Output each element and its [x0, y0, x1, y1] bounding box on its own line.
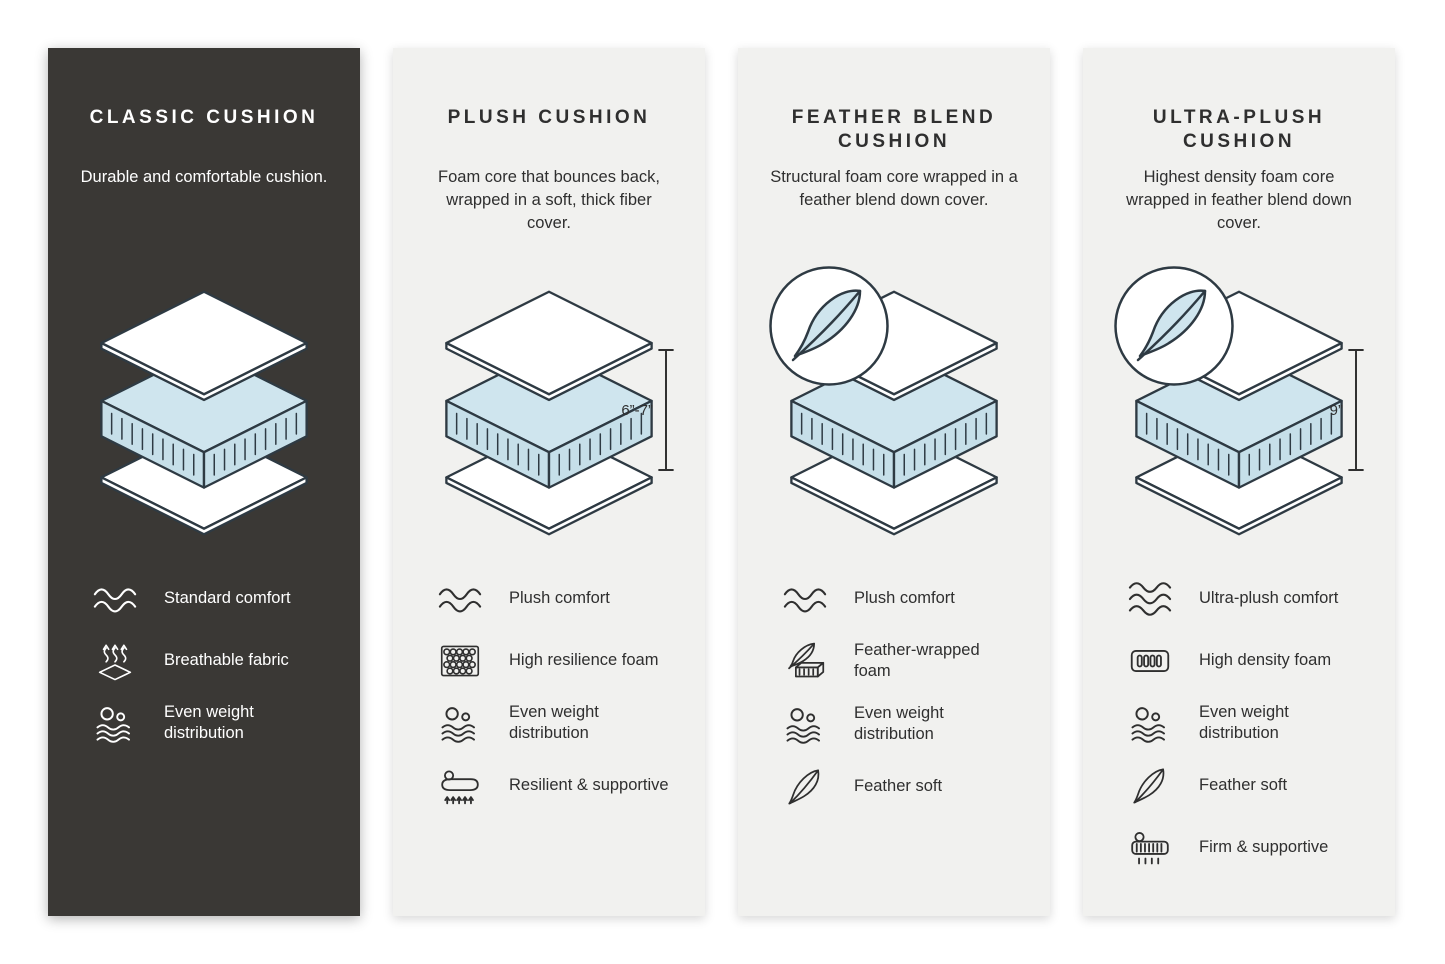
feature-label: Even weight distribution — [509, 703, 599, 743]
feature-label: Even weight distribution — [164, 703, 254, 743]
comparison-board: CLASSIC CUSHION Durable and comfortable … — [48, 48, 1395, 916]
feature-label: Feather soft — [854, 777, 943, 796]
cushion-diagram — [89, 274, 319, 544]
feature-item: Plush comfort — [780, 578, 1020, 620]
feature-label: Feather soft — [1199, 776, 1288, 795]
feature-item: Even weight distribution — [1125, 702, 1365, 745]
cushion-diagram — [779, 274, 1009, 544]
firm-supportive-icon — [1125, 827, 1175, 869]
card-title: PLUSH CUSHION — [447, 107, 651, 128]
layered-cushion-illustration — [92, 288, 316, 538]
feature-list: Standard comfort Breathable fabric Even … — [78, 578, 330, 765]
card-classic-cushion: CLASSIC CUSHION Durable and comfortable … — [48, 48, 360, 916]
measurement-bracket-icon — [658, 348, 674, 472]
feature-label: Breathable fabric — [164, 651, 289, 670]
feature-item: Breathable fabric — [90, 640, 330, 682]
measurement-bracket-icon — [1348, 348, 1364, 472]
feather-icon — [1125, 765, 1175, 807]
feature-item: High density foam — [1125, 640, 1365, 682]
comfort-wave-icon — [90, 578, 140, 620]
card-feather-blend-cushion: FEATHER BLEND CUSHION Structural foam co… — [738, 48, 1050, 916]
weight-distribution-icon — [1125, 702, 1175, 744]
density-foam-icon — [1125, 640, 1175, 682]
feather-wrapped-foam-icon — [780, 640, 830, 682]
feature-list: Ultra-plush comfort High density foam Ev… — [1113, 578, 1365, 889]
feature-item: Even weight distribution — [780, 703, 1020, 746]
height-measurement: 9” — [1330, 348, 1364, 472]
feature-label: High density foam — [1199, 651, 1332, 670]
card-plush-cushion: PLUSH CUSHION Foam core that bounces bac… — [393, 48, 705, 916]
feature-label: Standard comfort — [164, 589, 291, 608]
feature-item: Resilient & supportive — [435, 765, 675, 807]
card-description: Structural foam core wrapped in a feathe… — [770, 168, 1018, 210]
card-ultra-plush-cushion: ULTRA-PLUSH CUSHION Highest density foam… — [1083, 48, 1395, 916]
feature-item: Feather soft — [780, 766, 1020, 808]
feature-label: Plush comfort — [854, 589, 955, 608]
feature-label: Even weight distribution — [854, 703, 944, 744]
weight-distribution-icon — [780, 703, 830, 745]
feather-badge-icon — [767, 264, 891, 388]
feature-item: Plush comfort — [435, 578, 675, 620]
feature-item: Even weight distribution — [90, 702, 330, 745]
feature-label: Firm & supportive — [1199, 838, 1329, 857]
resilient-supportive-icon — [435, 765, 485, 807]
feature-item: Feather-wrapped foam — [780, 640, 1020, 683]
card-description: Highest density foam core wrapped in fea… — [1126, 168, 1352, 233]
weight-distribution-icon — [435, 702, 485, 744]
feature-label: Plush comfort — [509, 589, 610, 608]
card-description: Foam core that bounces back, wrapped in … — [438, 168, 660, 233]
comfort-wave-icon — [435, 578, 485, 620]
feather-badge-icon — [1112, 264, 1236, 388]
weight-distribution-icon — [90, 702, 140, 744]
feature-list: Plush comfort Feather-wrapped foam Even … — [768, 578, 1020, 828]
card-title: CLASSIC CUSHION — [89, 107, 319, 128]
card-description: Durable and comfortable cushion. — [80, 168, 328, 186]
cushion-diagram: 6”-7” — [434, 274, 664, 544]
feature-item: Ultra-plush comfort — [1125, 578, 1365, 620]
card-title: ULTRA-PLUSH CUSHION — [1152, 107, 1326, 153]
feature-item: Feather soft — [1125, 765, 1365, 807]
feature-item: Firm & supportive — [1125, 827, 1365, 869]
breathable-fabric-icon — [90, 640, 140, 682]
measurement-label: 6”-7” — [621, 401, 653, 419]
measurement-label: 9” — [1329, 401, 1343, 419]
card-title: FEATHER BLEND CUSHION — [791, 107, 997, 153]
feature-list: Plush comfort High resilience foam Even … — [423, 578, 675, 827]
feature-label: Ultra-plush comfort — [1199, 589, 1339, 608]
feature-label: Even weight distribution — [1199, 703, 1289, 743]
feature-label: Feather-wrapped foam — [854, 641, 980, 681]
comfort-wave-3-icon — [1125, 578, 1175, 620]
height-measurement: 6”-7” — [621, 348, 674, 472]
comfort-wave-icon — [780, 578, 830, 620]
feature-item: Standard comfort — [90, 578, 330, 620]
feature-item: High resilience foam — [435, 640, 675, 682]
cushion-diagram: 9” — [1124, 274, 1354, 544]
feature-label: High resilience foam — [509, 651, 659, 670]
foam-cells-icon — [435, 640, 485, 682]
feature-label: Resilient & supportive — [509, 776, 669, 795]
feature-item: Even weight distribution — [435, 702, 675, 745]
feather-icon — [780, 766, 830, 808]
